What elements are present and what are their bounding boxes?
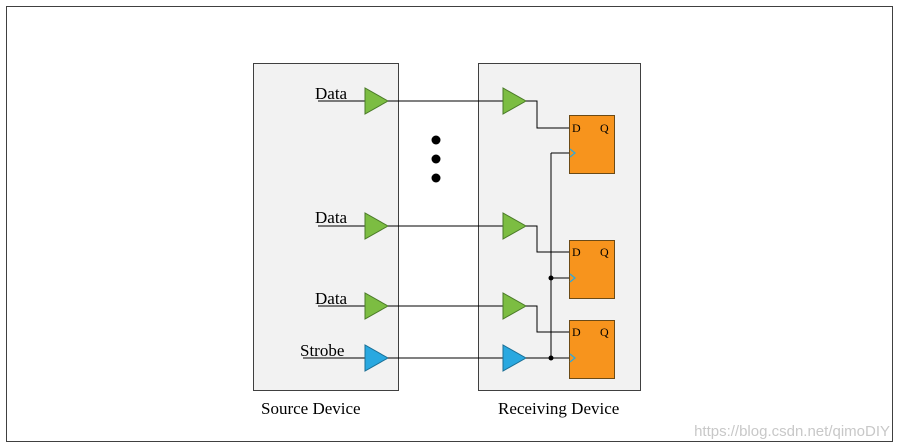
junction-dot — [548, 275, 554, 281]
clock-triangle-icon — [569, 273, 576, 283]
q-pin-label: Q — [600, 325, 609, 339]
receiving-device-caption: Receiving Device — [498, 399, 619, 418]
flip-flop: D Q — [569, 240, 615, 299]
strobe-buffer-icon — [364, 344, 390, 372]
clock-triangle-icon — [569, 353, 576, 363]
flip-flop: D Q — [569, 320, 615, 379]
data-buffer-icon — [364, 212, 390, 240]
q-pin-label: Q — [600, 121, 609, 135]
vertical-ellipsis-icon — [431, 135, 441, 183]
d-pin-label: D — [572, 121, 581, 135]
q-pin-label: Q — [600, 245, 609, 259]
watermark-text: https://blog.csdn.net/qimoDIY — [694, 423, 890, 440]
data-buffer-icon — [502, 212, 528, 240]
d-input-wire — [526, 305, 569, 333]
flip-flop: D Q — [569, 115, 615, 174]
data-signal-label: Data — [315, 289, 348, 308]
d-pin-label: D — [572, 245, 581, 259]
d-pin-label: D — [572, 325, 581, 339]
clock-triangle-icon — [569, 148, 576, 158]
source-device-caption: Source Device — [261, 399, 361, 418]
data-buffer-icon — [502, 292, 528, 320]
data-signal-label: Data — [315, 84, 348, 103]
junction-dot — [548, 355, 554, 361]
data-signal-label: Data — [315, 208, 348, 227]
data-buffer-icon — [364, 87, 390, 115]
data-buffer-icon — [364, 292, 390, 320]
d-input-wire — [526, 225, 569, 253]
strobe-signal-label: Strobe — [300, 341, 344, 360]
d-input-wire — [526, 100, 569, 129]
outer-frame — [6, 6, 893, 442]
strobe-buffer-icon — [502, 344, 528, 372]
data-buffer-icon — [502, 87, 528, 115]
